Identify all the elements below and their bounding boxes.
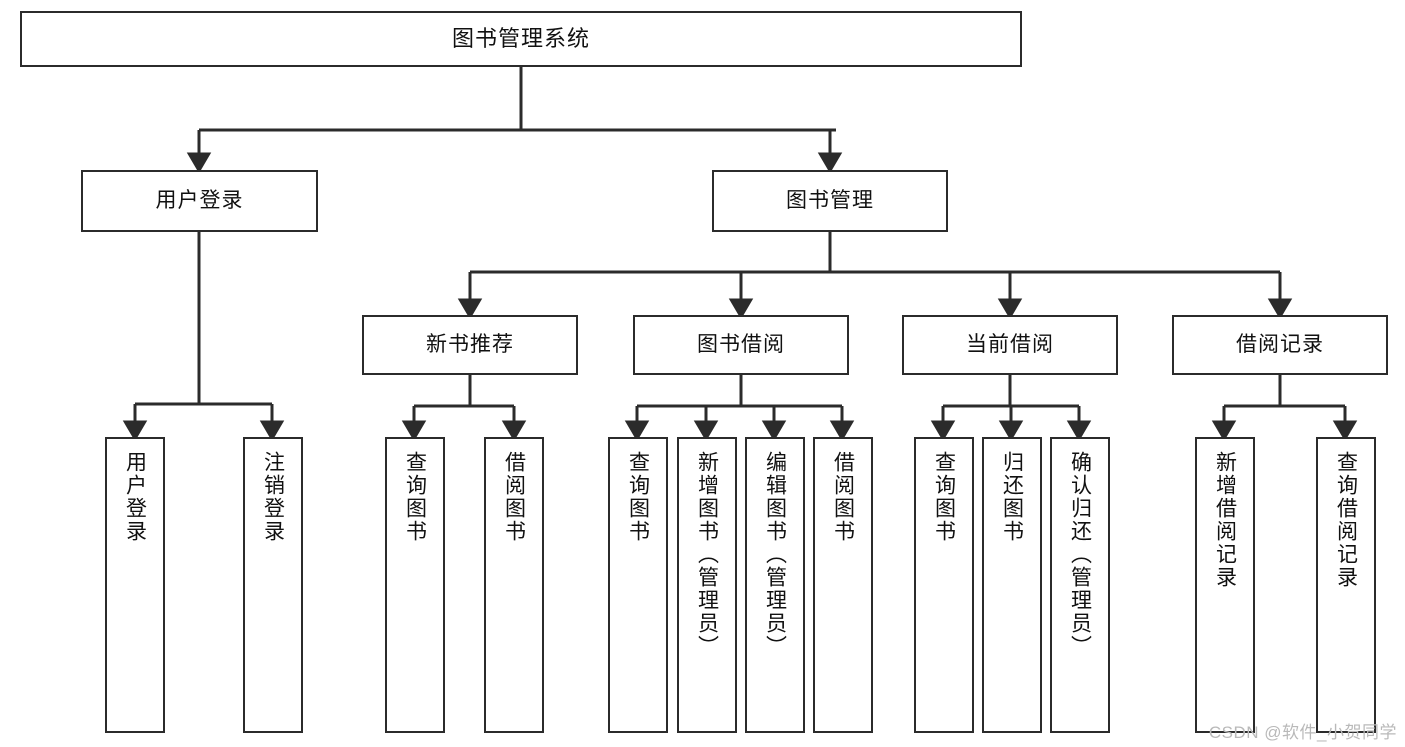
node-label: 确认归还（管理员）	[1068, 451, 1092, 658]
leaf-user-login-logout[interactable]: 注销登录	[243, 437, 303, 733]
node-label: 归还图书	[1000, 451, 1024, 543]
leaf-user-login-login[interactable]: 用户登录	[105, 437, 165, 733]
node-label: 借阅记录	[1236, 333, 1324, 357]
leaf-book-borrow-add[interactable]: 新增图书（管理员）	[677, 437, 737, 733]
leaf-new-book-borrow[interactable]: 借阅图书	[484, 437, 544, 733]
node-book-borrow[interactable]: 图书借阅	[633, 315, 849, 375]
node-label: 查询借阅记录	[1334, 451, 1358, 589]
leaf-new-book-query[interactable]: 查询图书	[385, 437, 445, 733]
leaf-book-borrow-query[interactable]: 查询图书	[608, 437, 668, 733]
node-label: 图书管理	[786, 189, 874, 213]
node-label: 图书借阅	[697, 333, 785, 357]
node-book-management[interactable]: 图书管理	[712, 170, 948, 232]
watermark: CSDN @软件_小贺同学	[1208, 723, 1397, 742]
node-label: 图书管理系统	[451, 25, 590, 51]
leaf-book-borrow-edit[interactable]: 编辑图书（管理员）	[745, 437, 805, 733]
leaf-current-borrow-confirm-return[interactable]: 确认归还（管理员）	[1050, 437, 1110, 733]
node-borrow-record[interactable]: 借阅记录	[1172, 315, 1388, 375]
node-label: 借阅图书	[831, 451, 855, 543]
leaf-current-borrow-query[interactable]: 查询图书	[914, 437, 974, 733]
node-new-book-recommend[interactable]: 新书推荐	[362, 315, 578, 375]
node-current-borrow[interactable]: 当前借阅	[902, 315, 1118, 375]
leaf-current-borrow-return[interactable]: 归还图书	[982, 437, 1042, 733]
node-label: 新增借阅记录	[1213, 451, 1237, 589]
node-label: 当前借阅	[966, 333, 1054, 357]
node-label: 新书推荐	[426, 333, 514, 357]
leaf-borrow-record-add[interactable]: 新增借阅记录	[1195, 437, 1255, 733]
node-label: 查询图书	[403, 451, 427, 543]
node-label: 注销登录	[261, 451, 285, 543]
node-label: 用户登录	[123, 451, 147, 543]
node-label: 查询图书	[626, 451, 650, 543]
node-user-login[interactable]: 用户登录	[81, 170, 318, 232]
leaf-book-borrow-lend[interactable]: 借阅图书	[813, 437, 873, 733]
node-label: 查询图书	[932, 451, 956, 543]
node-label: 借阅图书	[502, 451, 526, 543]
node-label: 用户登录	[155, 189, 244, 213]
node-root-book-management-system[interactable]: 图书管理系统	[20, 11, 1022, 67]
leaf-borrow-record-query[interactable]: 查询借阅记录	[1316, 437, 1376, 733]
node-label: 编辑图书（管理员）	[763, 451, 787, 658]
node-label: 新增图书（管理员）	[695, 451, 719, 658]
